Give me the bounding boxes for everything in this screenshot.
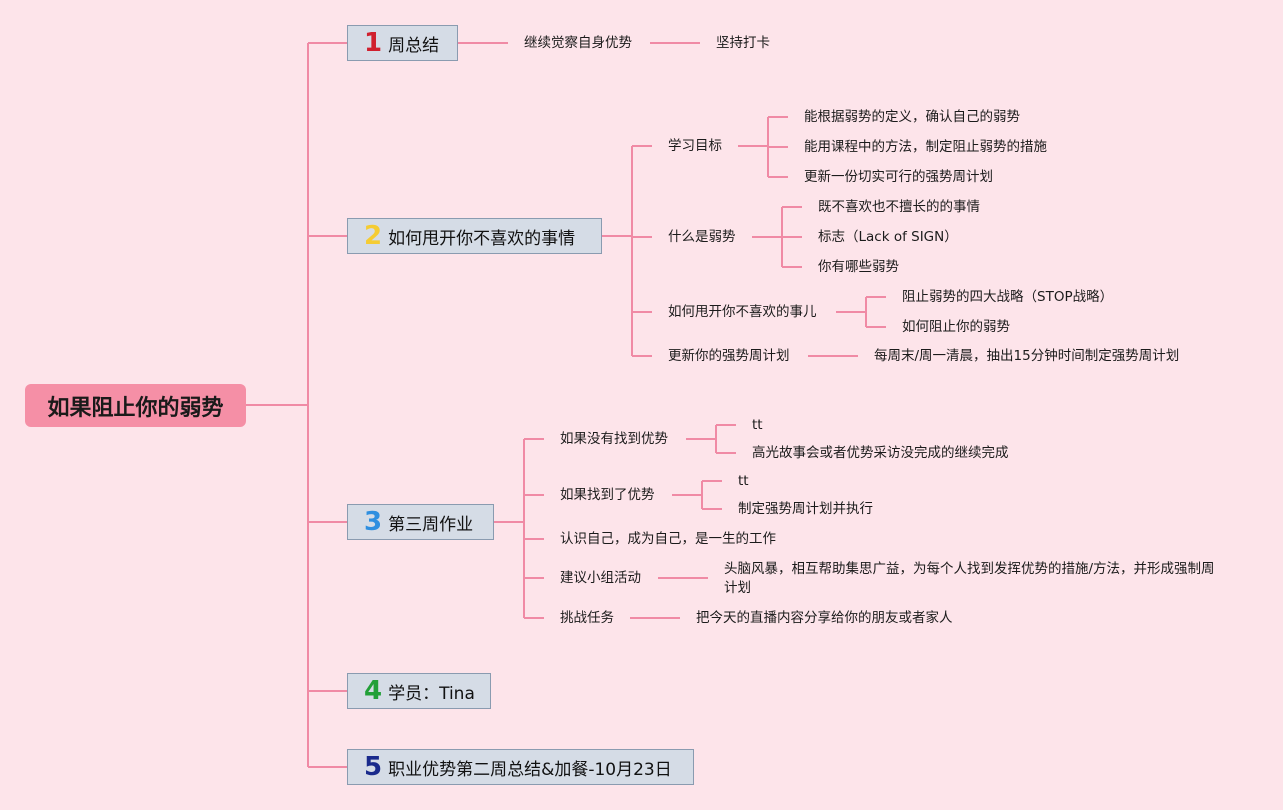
branch-label: 如何甩开你不喜欢的事情 <box>388 228 576 249</box>
node-stop-strategy[interactable]: 阻止弱势的四大战略（STOP战略） <box>902 289 1114 305</box>
branch-week2-summary[interactable]: 5 职业优势第二周总结&加餐-10月23日 <box>347 749 694 785</box>
branch-week-summary[interactable]: 1 周总结 <box>347 25 458 61</box>
node-goal-3[interactable]: 更新一份切实可行的强势周计划 <box>804 169 993 185</box>
root-label: 如果阻止你的弱势 <box>47 395 224 421</box>
branch-label: 学员：Tina <box>388 683 475 704</box>
branch-number: 5 <box>364 752 383 782</box>
node-keep-checkin[interactable]: 坚持打卡 <box>716 35 770 51</box>
branch-label: 职业优势第二周总结&加餐-10月23日 <box>388 759 672 780</box>
branch-number: 2 <box>364 221 383 251</box>
root-node[interactable]: 如果阻止你的弱势 <box>25 384 246 427</box>
node-group-activity[interactable]: 建议小组活动 <box>560 570 641 586</box>
node-brainstorm[interactable]: 头脑风暴，相互帮助集思广益，为每个人找到发挥优势的措施/方法，并形成强制周计划 <box>724 561 1215 596</box>
node-no-strength-found[interactable]: 如果没有找到优势 <box>560 431 668 447</box>
node-learning-goals[interactable]: 学习目标 <box>668 138 722 154</box>
node-know-yourself[interactable]: 认识自己，成为自己，是一生的工作 <box>560 531 776 547</box>
branch-week3-homework[interactable]: 3 第三周作业 <box>347 504 494 540</box>
node-make-plan[interactable]: 制定强势周计划并执行 <box>738 501 873 517</box>
node-your-weaknesses[interactable]: 你有哪些弱势 <box>818 259 899 275</box>
branch-number: 4 <box>364 676 383 706</box>
branch-number: 1 <box>364 28 383 58</box>
node-update-plan[interactable]: 更新你的强势周计划 <box>668 348 790 364</box>
branch-label: 周总结 <box>388 35 440 56</box>
node-share-live[interactable]: 把今天的直播内容分享给你的朋友或者家人 <box>696 610 953 626</box>
node-weakness-def[interactable]: 既不喜欢也不擅长的的事情 <box>818 199 980 215</box>
branch-label: 第三周作业 <box>388 514 474 535</box>
node-goal-1[interactable]: 能根据弱势的定义，确认自己的弱势 <box>804 109 1020 125</box>
node-challenge-task[interactable]: 挑战任务 <box>560 610 614 626</box>
node-highlight-story[interactable]: 高光故事会或者优势采访没完成的继续完成 <box>752 445 1009 461</box>
node-how-to-avoid[interactable]: 如何甩开你不喜欢的事儿 <box>668 304 817 320</box>
node-strength-found[interactable]: 如果找到了优势 <box>560 487 655 503</box>
node-what-is-weakness[interactable]: 什么是弱势 <box>668 229 736 245</box>
node-weakness-sign[interactable]: 标志（Lack of SIGN） <box>818 229 958 245</box>
node-stop-weakness[interactable]: 如何阻止你的弱势 <box>902 319 1010 335</box>
branch-number: 3 <box>364 507 383 537</box>
branch-avoid-dislikes[interactable]: 2 如何甩开你不喜欢的事情 <box>347 218 602 254</box>
node-keep-aware[interactable]: 继续觉察自身优势 <box>524 35 632 51</box>
branch-student[interactable]: 4 学员：Tina <box>347 673 491 709</box>
node-tt-2[interactable]: tt <box>738 473 749 489</box>
node-weekly-plan-time[interactable]: 每周末/周一清晨，抽出15分钟时间制定强势周计划 <box>874 348 1180 364</box>
node-tt-1[interactable]: tt <box>752 417 763 433</box>
node-goal-2[interactable]: 能用课程中的方法，制定阻止弱势的措施 <box>804 139 1047 155</box>
